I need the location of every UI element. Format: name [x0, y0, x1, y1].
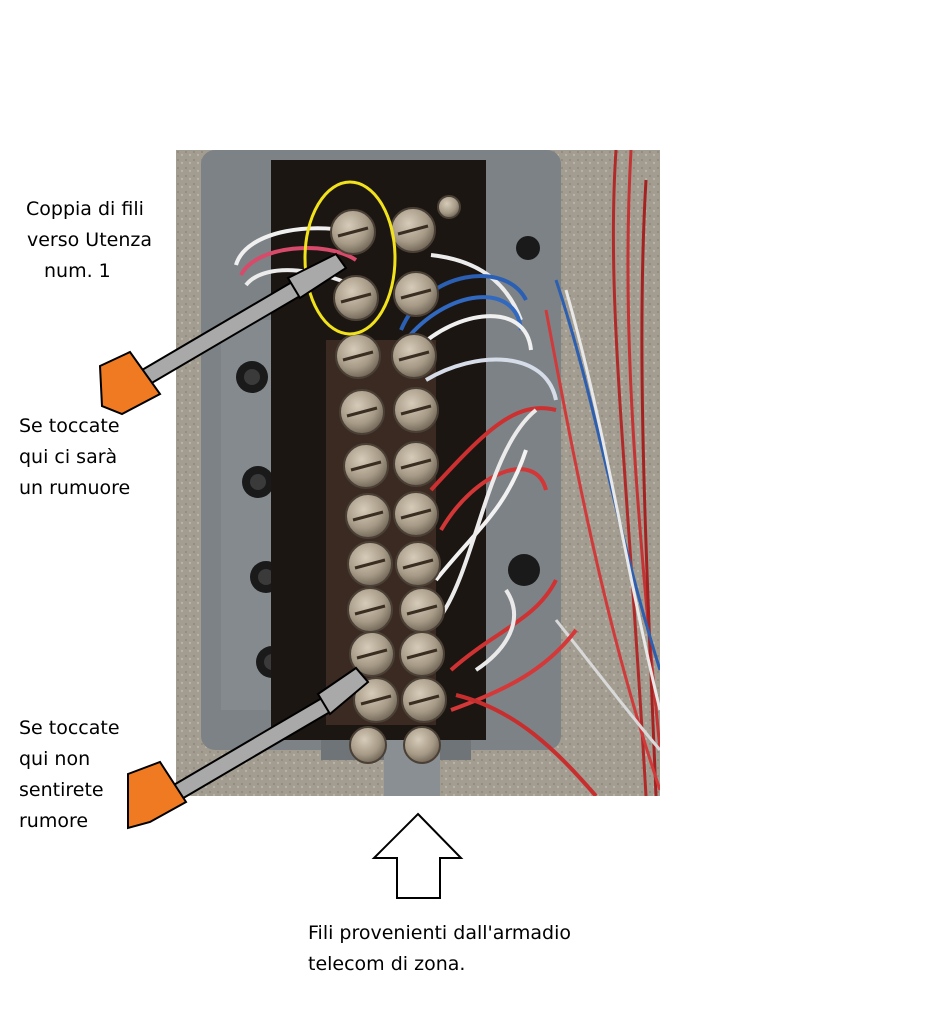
- source-label-line-2: telecom di zona.: [308, 953, 466, 975]
- noise-label-line-3: un rumuore: [19, 477, 131, 499]
- pair-label: Coppia di fili verso Utenza num. 1: [26, 194, 152, 287]
- terminal-block-photo: [176, 150, 660, 796]
- pair-label-line-2: verso Utenza: [27, 229, 153, 251]
- no-noise-label-line-1: Se toccate: [19, 717, 120, 739]
- no-noise-label-line-4: rumore: [19, 810, 89, 832]
- wall-wires: [544, 150, 660, 796]
- noise-label-line-1: Se toccate: [19, 415, 120, 437]
- source-label: Fili provenienti dall'armadio telecom di…: [308, 918, 571, 980]
- no-noise-label-line-3: sentirete: [19, 779, 104, 801]
- up-arrow-icon: [371, 812, 464, 899]
- pair-label-line-3: num. 1: [44, 260, 111, 282]
- noise-label-line-2: qui ci sarà: [19, 446, 118, 468]
- pair-label-line-1: Coppia di fili: [26, 198, 144, 220]
- noise-label: Se toccate qui ci sarà un rumuore: [19, 411, 130, 504]
- no-noise-label-line-2: qui non: [19, 748, 91, 770]
- source-label-line-1: Fili provenienti dall'armadio: [308, 922, 571, 944]
- no-noise-label: Se toccate qui non sentirete rumore: [19, 713, 120, 837]
